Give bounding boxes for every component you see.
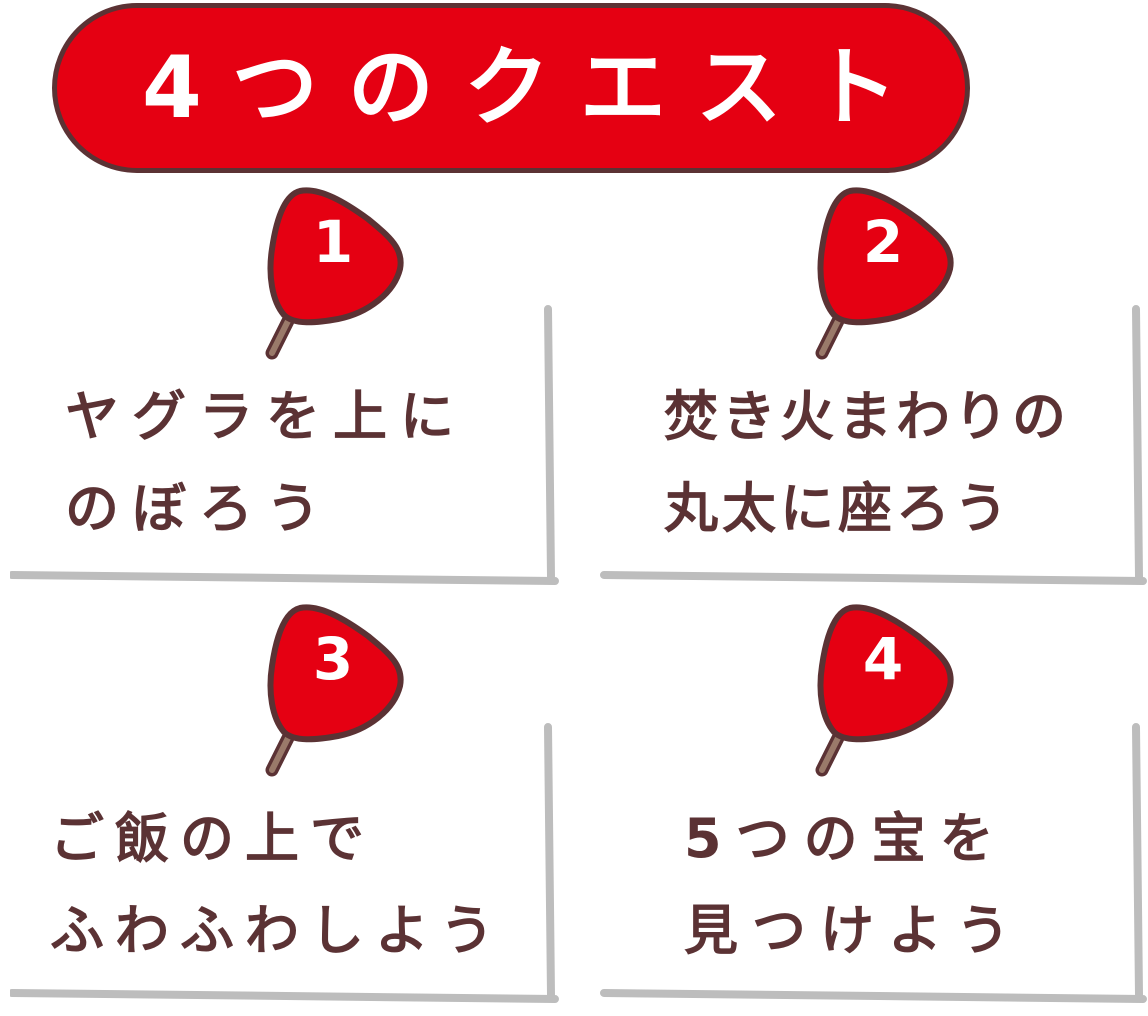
quest-marker-2: 2 — [808, 185, 958, 360]
uchiwa-fan-icon — [265, 187, 404, 360]
quest-text: ご飯の上で ふわふわしよう — [50, 793, 505, 977]
quest-line-2: 見つけよう — [684, 899, 1024, 962]
quest-line-2: ふわふわしよう — [50, 899, 505, 962]
quest-card-2: 焚き火まわりの 丸太に座ろう — [598, 305, 1148, 585]
card-frame — [600, 723, 1147, 1003]
card-frame — [10, 723, 559, 1003]
page-title: 4つのクエスト — [142, 38, 928, 138]
uchiwa-fan-icon — [265, 604, 404, 777]
title-banner: 4つのクエスト — [52, 3, 970, 173]
card-frame — [600, 305, 1147, 585]
quest-card-3: ご飯の上で ふわふわしよう — [10, 723, 560, 1003]
quest-text: 焚き火まわりの 丸太に座ろう — [664, 371, 1070, 555]
quest-line-1: 焚き火まわりの — [664, 385, 1070, 448]
quest-card-1: ヤグラを上に のぼろう — [10, 305, 560, 585]
quest-line-1: ヤグラを上に — [65, 385, 467, 448]
quest-number: 3 — [312, 625, 354, 693]
quest-line-2: 丸太に座ろう — [664, 477, 1012, 540]
quest-card-4: 5つの宝を 見つけよう — [598, 723, 1148, 1003]
quest-marker-1: 1 — [258, 185, 408, 360]
quest-line-1: ご飯の上で — [50, 807, 375, 870]
quest-line-2: のぼろう — [65, 477, 333, 540]
uchiwa-fan-icon — [815, 604, 954, 777]
quest-line-1: 5つの宝を — [684, 807, 1008, 870]
quest-text: 5つの宝を 見つけよう — [684, 793, 1024, 977]
quest-number: 4 — [862, 625, 904, 693]
quest-text: ヤグラを上に のぼろう — [65, 371, 467, 555]
quest-number: 1 — [312, 208, 354, 276]
card-frame — [10, 305, 559, 585]
quest-marker-3: 3 — [258, 602, 408, 777]
quest-number: 2 — [862, 208, 904, 276]
quest-marker-4: 4 — [808, 602, 958, 777]
uchiwa-fan-icon — [815, 187, 954, 360]
